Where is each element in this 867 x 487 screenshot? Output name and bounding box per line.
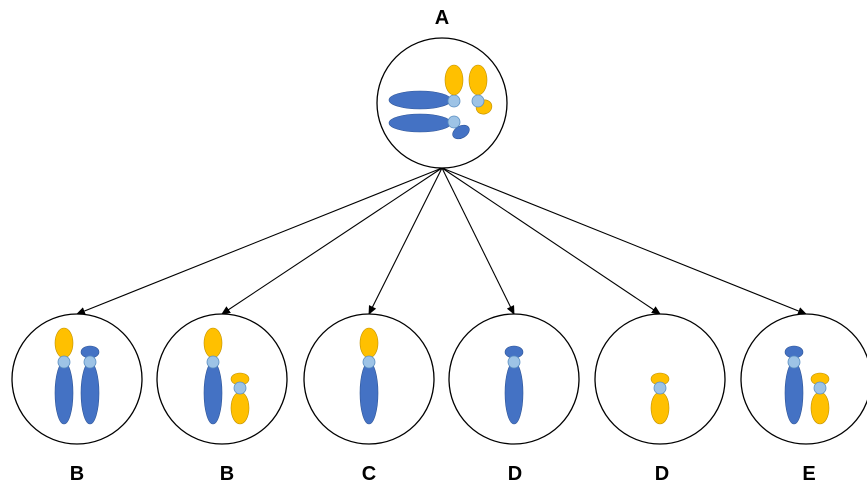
arrow-to-cell-6 <box>441 167 807 315</box>
chromosome-long-arm-blue <box>388 90 452 110</box>
arrow-to-cell-4 <box>441 167 515 315</box>
chromosome-long-arm-yellow <box>54 327 74 359</box>
centromere <box>57 355 71 369</box>
daughter-cell-3 <box>303 313 435 445</box>
centromere <box>83 355 97 369</box>
centromere <box>362 355 376 369</box>
daughter-cell-5-label: D <box>655 463 669 485</box>
daughter-cell-4 <box>448 313 580 445</box>
centromere <box>813 381 827 395</box>
daughter-cell-2 <box>156 313 288 445</box>
arrow-to-cell-1 <box>76 167 443 315</box>
daughter-cell-3-label: C <box>362 463 376 485</box>
daughter-cell-5 <box>594 313 726 445</box>
chromosome-long-arm-blue <box>388 113 452 133</box>
chromosome-long-arm-yellow <box>230 391 250 425</box>
chromosome-long-arm-yellow <box>468 64 488 96</box>
arrow-to-cell-3 <box>368 167 443 315</box>
centromere <box>447 94 461 108</box>
chromosome-long-arm-yellow <box>810 391 830 425</box>
daughter-cell-6 <box>740 313 867 445</box>
daughter-cell-1 <box>11 313 143 445</box>
division-arrows <box>76 167 807 315</box>
daughter-cell-4-label: D <box>508 463 522 485</box>
parent-cell <box>376 37 508 169</box>
centromere <box>507 355 521 369</box>
chromosome-long-arm-yellow <box>650 391 670 425</box>
chromosome-long-arm-yellow <box>203 327 223 359</box>
daughter-cell-6-label: E <box>802 463 815 485</box>
chromosome-long-arm-blue <box>784 361 804 425</box>
arrow-to-cell-2 <box>221 167 443 315</box>
daughter-cell-membrane <box>11 313 143 445</box>
chromosome-long-arm-blue <box>54 361 74 425</box>
arrow-to-cell-5 <box>441 167 661 315</box>
chromosome-long-arm-blue <box>80 361 100 425</box>
daughter-cell-membrane <box>740 313 867 445</box>
centromere <box>653 381 667 395</box>
centromere <box>447 115 461 129</box>
centromere <box>206 355 220 369</box>
daughter-cell-2-label: B <box>220 463 234 485</box>
daughter-cell-1-label: B <box>70 463 84 485</box>
centromere <box>471 94 485 108</box>
chromosome-long-arm-blue <box>359 361 379 425</box>
centromere <box>233 381 247 395</box>
chromosome-long-arm-blue <box>504 361 524 425</box>
chromosome-long-arm-blue <box>203 361 223 425</box>
daughter-cell-membrane <box>156 313 288 445</box>
chromosome-long-arm-yellow <box>444 64 464 96</box>
chromosome-long-arm-yellow <box>359 327 379 359</box>
centromere <box>787 355 801 369</box>
parent-cell-label: A <box>435 7 449 29</box>
